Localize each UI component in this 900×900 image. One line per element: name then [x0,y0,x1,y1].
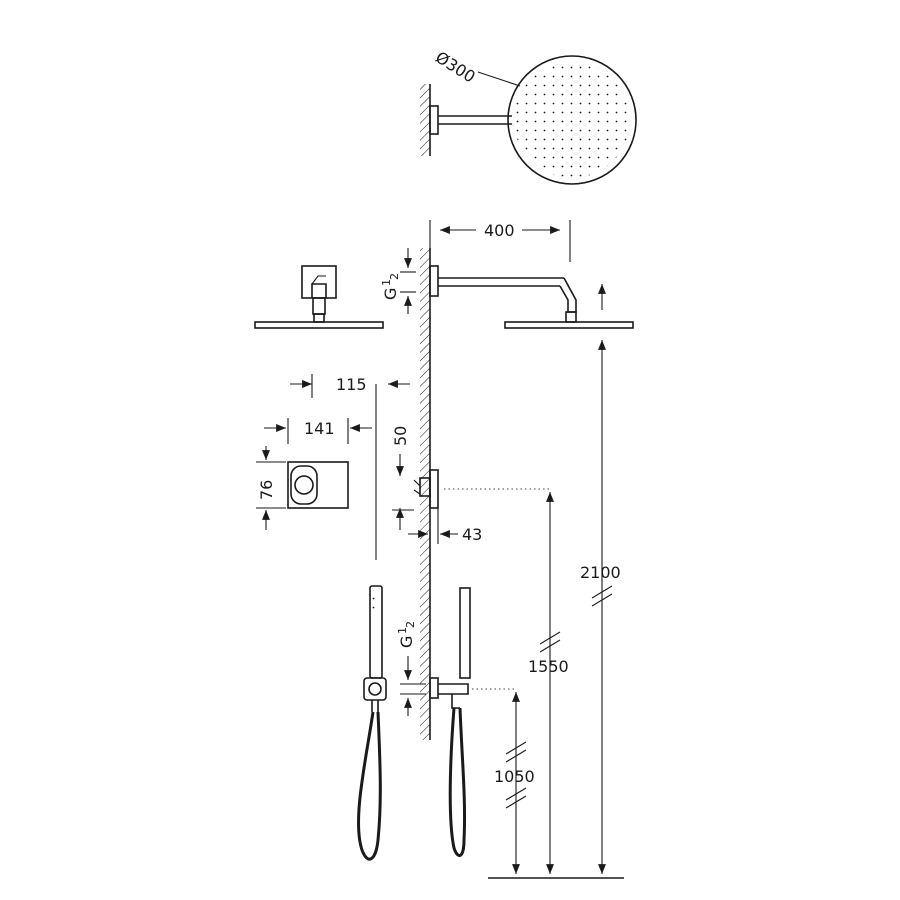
valve-plate-front [287,461,349,509]
dim-76: 76 [256,446,286,530]
dim-400: 400 [429,220,571,262]
valve-side-body [429,469,439,509]
dim-arm-length: 400 [484,221,515,240]
top-wall-hatch [420,84,430,156]
dim-2100: 2100 [580,340,621,874]
dim-plate-height: 76 [257,480,276,500]
hand-shower-holder [363,677,387,701]
side-holder [438,683,469,695]
dim-thread-top: G 1 2 [380,248,416,314]
wall [420,248,431,740]
dim-height-head: 2100 [580,563,621,582]
side-handle [459,587,471,679]
front-head [254,321,384,329]
head-connector [565,311,577,323]
thread-bottom-den: 2 [404,621,417,628]
valve-side-box [419,477,431,497]
top-view: Ø300 [420,48,637,185]
shower-head-top [507,55,637,185]
head-side [504,321,634,329]
valve-plate [287,461,349,509]
dim-plate-width: 141 [304,419,335,438]
dim-1050: 1050 [494,692,535,874]
nozzle-pattern [514,62,630,178]
dim-height-hand: 1050 [494,767,535,786]
diameter-label: Ø300 [432,48,479,87]
dim-valve-above: 50 [391,426,410,446]
hand-shower-hose [357,711,382,861]
valve-side [413,469,439,509]
dim-height-valve: 1550 [528,657,569,676]
overhead-shower-side [429,265,634,329]
arm-elbow [559,277,577,313]
valve-handle-outer [290,465,318,505]
thread-top-g: G [381,288,400,300]
dim-valve-depth: 43 [462,525,482,544]
dim-valve-offset: 115 [336,375,367,394]
dim-115: 115 [290,374,410,560]
arm-wall-flange [429,265,439,297]
top-wall-flange [429,105,439,135]
front-arm-bend [311,283,327,298]
hand-shower-front [357,585,387,861]
dim-141: 141 [264,418,372,444]
thread-bottom-g: G [397,636,416,648]
thread-bottom-num: 1 [396,627,409,634]
side-hose [448,707,467,857]
front-wall-plate [301,265,337,299]
diameter-leader [477,71,521,87]
dim-1550: 1550 [528,492,569,874]
front-connector [313,313,325,323]
dim-43: 43 [408,508,482,544]
valve-handle-knob [294,475,314,495]
dim-thread-bottom: G 1 2 [396,621,426,716]
side-outlet [429,677,439,699]
overhead-shower-front [254,265,384,329]
thread-top-num: 1 [380,279,393,286]
wall-hatch [420,248,430,740]
dim-50: 50 [391,426,414,530]
hand-shower-side [429,587,471,857]
thread-top-den: 2 [388,273,401,280]
front-arm [312,297,326,315]
